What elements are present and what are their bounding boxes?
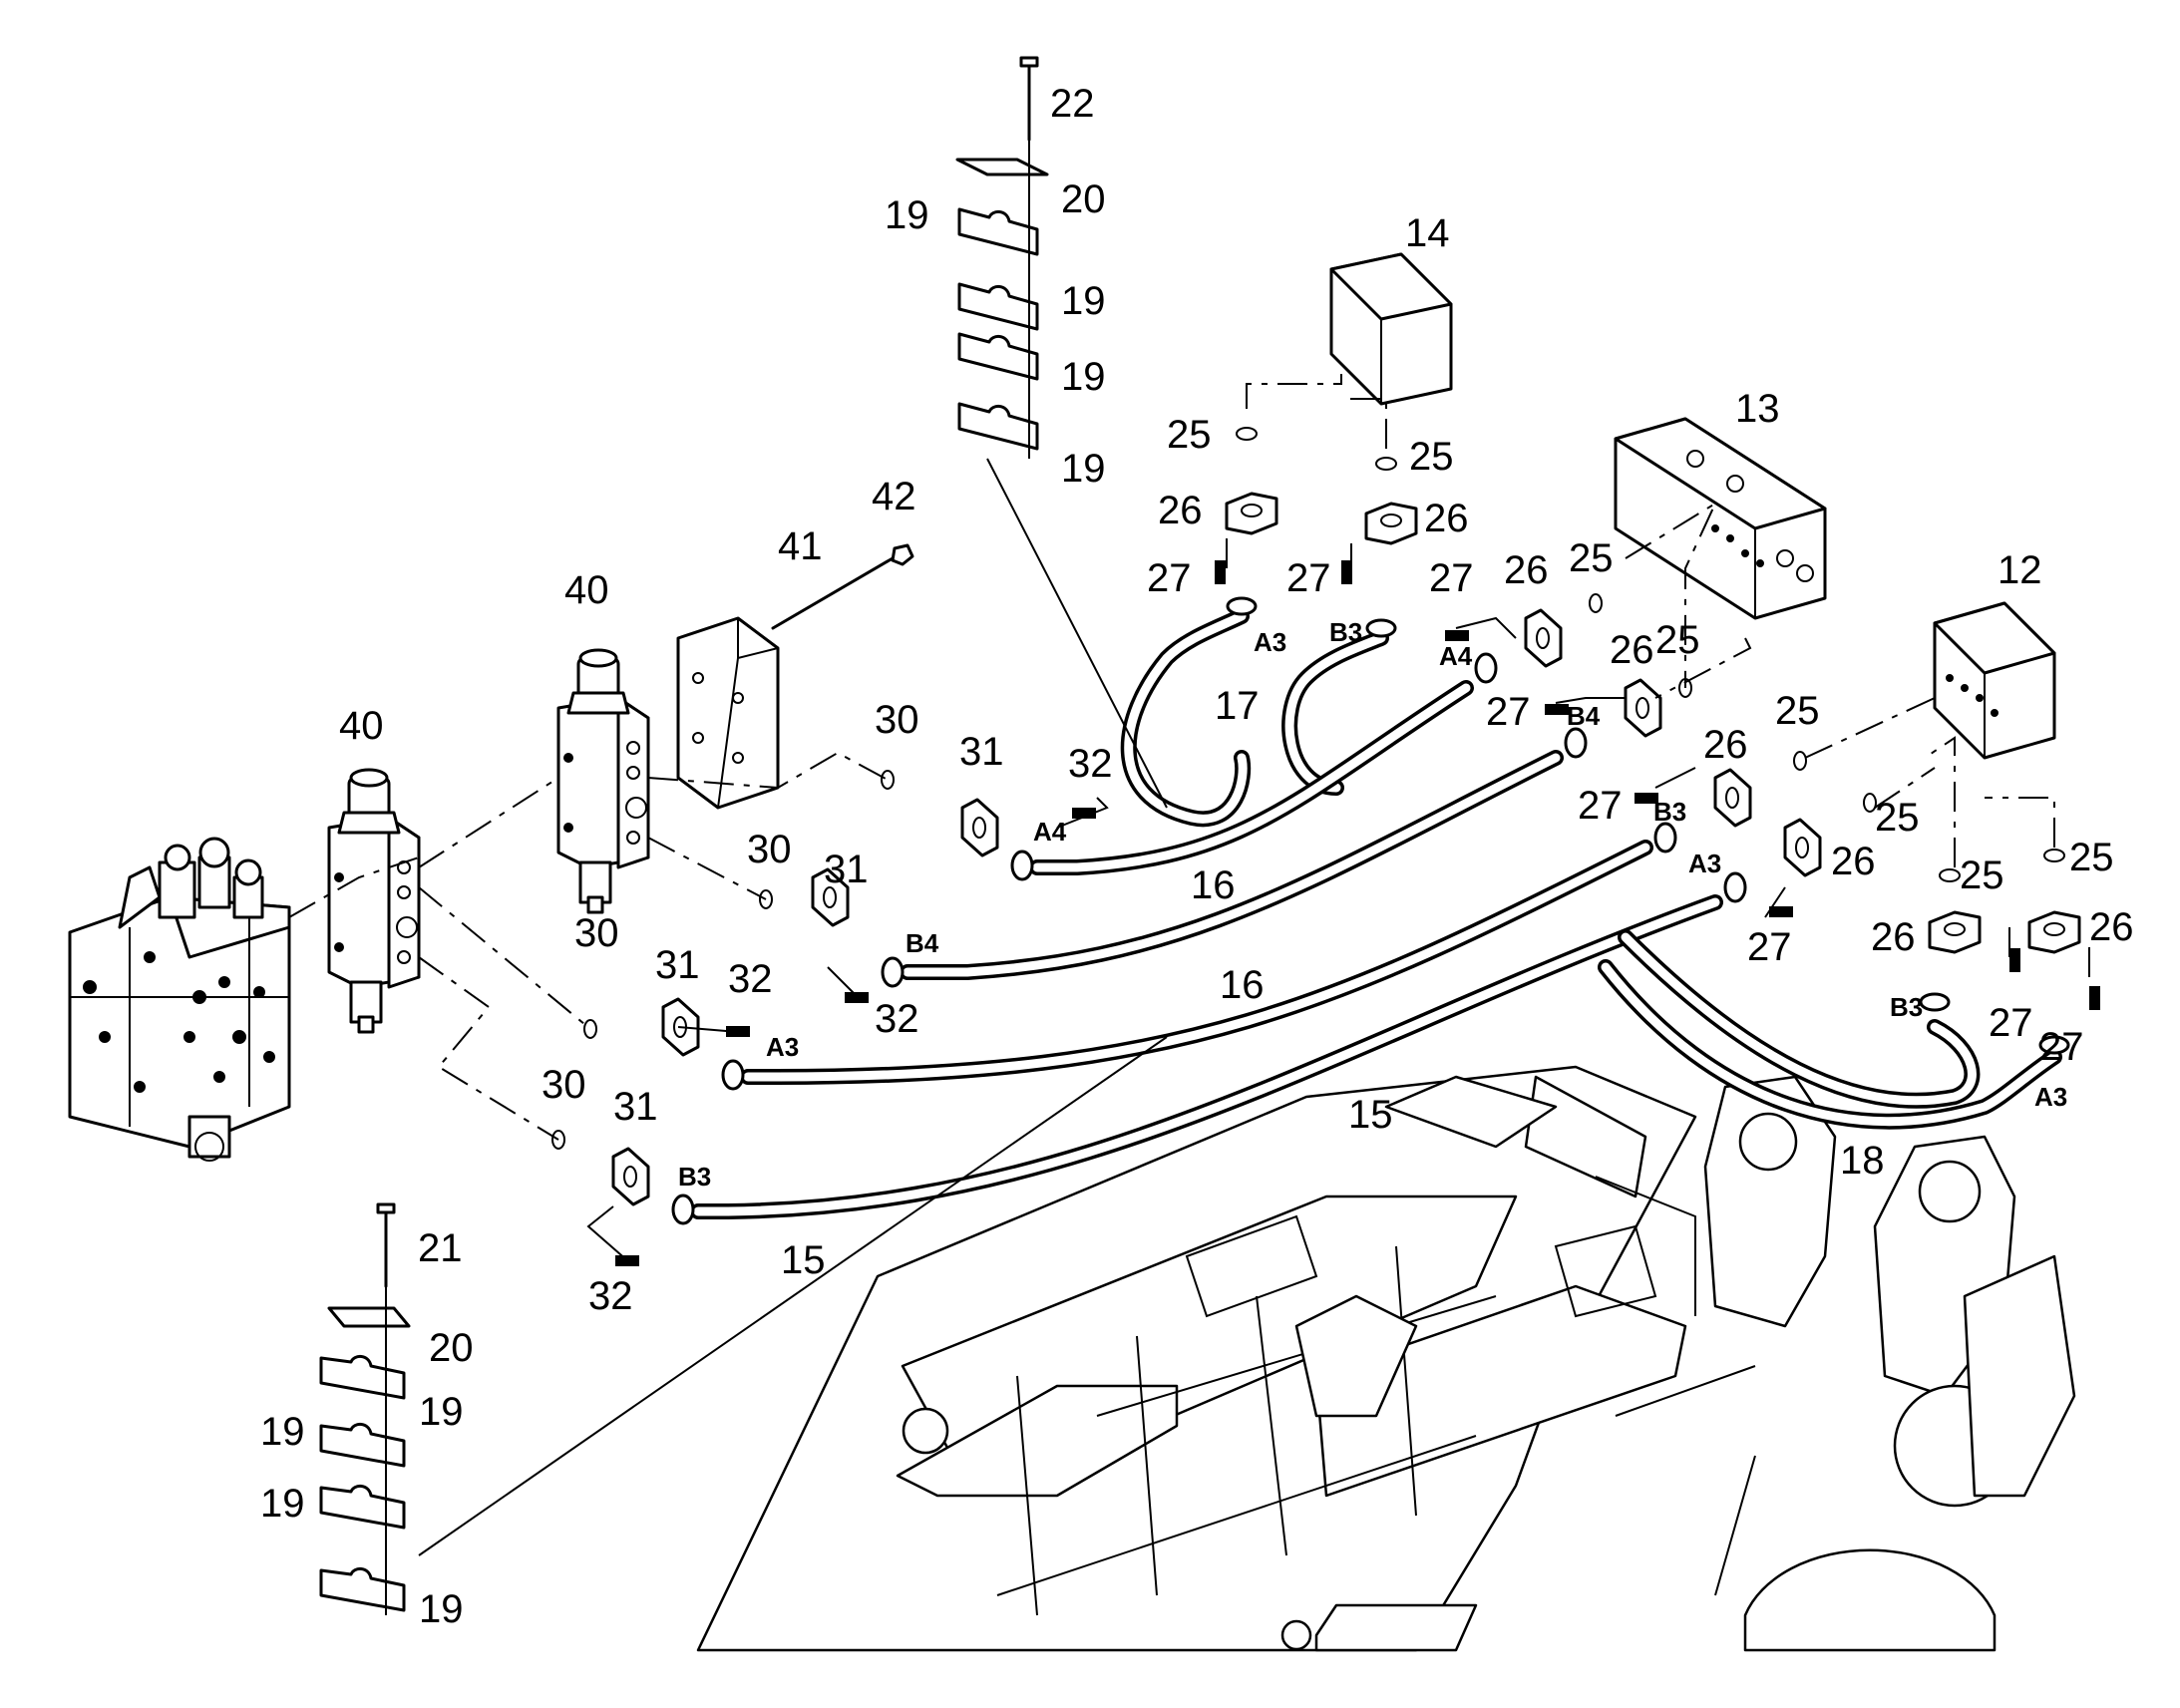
cover-plate — [676, 616, 780, 810]
label-26: 26 — [1610, 628, 1654, 672]
label-31: 31 — [959, 730, 1004, 774]
label-26: 26 — [1158, 489, 1203, 532]
label-19: 19 — [260, 1410, 305, 1454]
label-16: 16 — [1220, 963, 1265, 1007]
label-32: 32 — [875, 997, 919, 1041]
port-label-a3: A3 — [1254, 627, 1286, 657]
port-label-a3: A3 — [2034, 1082, 2067, 1112]
label-31: 31 — [613, 1085, 658, 1129]
label-13: 13 — [1735, 387, 1780, 431]
label-26: 26 — [2089, 905, 2134, 949]
label-27: 27 — [1578, 784, 1623, 828]
label-31: 31 — [824, 848, 869, 891]
o-rings — [551, 427, 2065, 1150]
label-40: 40 — [339, 704, 384, 748]
clamp-stack-lower — [319, 1202, 411, 1612]
label-27: 27 — [1286, 556, 1331, 600]
label-25: 25 — [1655, 618, 1700, 662]
label-21: 21 — [418, 1226, 463, 1270]
port-label-b4: B4 — [1567, 701, 1601, 731]
label-26: 26 — [1703, 723, 1748, 767]
hoses — [690, 608, 2062, 1219]
label-31: 31 — [655, 943, 700, 987]
label-14: 14 — [1405, 211, 1450, 255]
label-19: 19 — [1061, 279, 1106, 323]
port-label-b4: B4 — [906, 928, 939, 958]
tie-rod — [771, 543, 914, 630]
label-27: 27 — [2039, 1025, 2084, 1069]
label-25: 25 — [1775, 689, 1820, 733]
label-16: 16 — [1191, 863, 1236, 907]
label-32: 32 — [588, 1274, 633, 1318]
port-label-a3: A3 — [1688, 849, 1721, 878]
label-19: 19 — [885, 193, 929, 237]
label-27: 27 — [1747, 925, 1792, 969]
leader-lines — [288, 70, 2090, 1615]
port-label-b3: B3 — [678, 1162, 711, 1192]
part-labels: 22 20 19 19 19 19 14 13 12 25 25 25 25 2… — [260, 82, 2134, 1631]
label-26: 26 — [1504, 548, 1549, 592]
block-13 — [1614, 417, 1827, 620]
label-27: 27 — [1429, 556, 1474, 600]
label-30: 30 — [542, 1063, 586, 1107]
block-12 — [1933, 601, 2056, 760]
port-label-a3: A3 — [766, 1032, 799, 1062]
label-25: 25 — [1409, 435, 1454, 479]
label-19: 19 — [419, 1390, 464, 1434]
port-label-b3: B3 — [1329, 617, 1362, 647]
label-32: 32 — [728, 957, 773, 1001]
label-20: 20 — [1061, 177, 1106, 221]
label-41: 41 — [778, 524, 823, 568]
label-27: 27 — [1486, 690, 1531, 734]
label-25: 25 — [1167, 413, 1212, 457]
port-label-b3: B3 — [1890, 992, 1923, 1022]
label-26: 26 — [1871, 915, 1916, 959]
port-label-b3: B3 — [1653, 797, 1686, 827]
label-12: 12 — [1998, 548, 2042, 592]
label-22: 22 — [1050, 82, 1095, 126]
label-40: 40 — [564, 568, 609, 612]
label-30: 30 — [747, 828, 792, 871]
label-19: 19 — [1061, 447, 1106, 491]
label-32: 32 — [1068, 742, 1113, 786]
port-labels: A3 B3 A4 B4 B3 A3 B3 A3 A4 B4 A3 B3 — [678, 617, 2067, 1192]
flanges — [611, 492, 2081, 1206]
label-17: 17 — [1215, 684, 1260, 728]
label-30: 30 — [574, 911, 619, 955]
label-15: 15 — [781, 1238, 826, 1282]
label-26: 26 — [1424, 497, 1469, 540]
label-25: 25 — [1569, 536, 1614, 580]
label-18: 18 — [1840, 1139, 1885, 1183]
block-14 — [1329, 252, 1453, 406]
port-label-a4: A4 — [1439, 641, 1473, 671]
label-27: 27 — [1147, 556, 1192, 600]
label-25: 25 — [1960, 854, 2004, 897]
machine-frame — [696, 1065, 2076, 1652]
label-19: 19 — [419, 1587, 464, 1631]
label-25: 25 — [2069, 836, 2114, 879]
label-26: 26 — [1831, 840, 1876, 883]
clamp-stack-upper — [955, 56, 1049, 451]
label-30: 30 — [875, 698, 919, 742]
label-25: 25 — [1875, 796, 1920, 840]
label-15: 15 — [1348, 1093, 1393, 1137]
port-label-a4: A4 — [1033, 817, 1067, 847]
section-valve-lower — [327, 768, 421, 1034]
label-19: 19 — [260, 1482, 305, 1526]
label-19: 19 — [1061, 355, 1106, 399]
hose-fittings — [671, 596, 2070, 1225]
section-valve-upper — [556, 648, 650, 914]
main-control-valve — [68, 837, 291, 1162]
label-27: 27 — [1989, 1001, 2033, 1045]
label-20: 20 — [429, 1326, 474, 1370]
label-42: 42 — [872, 475, 916, 518]
